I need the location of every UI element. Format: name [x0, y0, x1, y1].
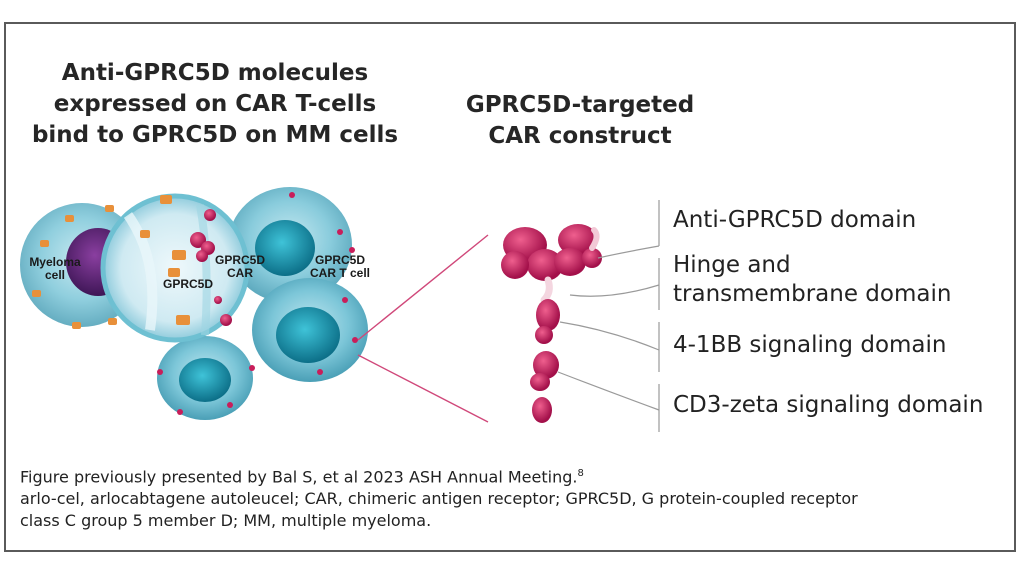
gprc5d-label: GPRC5D — [163, 277, 213, 291]
car-t-cell-right — [252, 278, 368, 382]
domain-label-hinge: Hinge and transmembrane domain — [673, 251, 951, 309]
right-title: GPRC5D-targeted CAR construct — [440, 90, 720, 152]
car-t-label-2: CAR T cell — [310, 266, 370, 280]
caption-line-3: class C group 5 member D; MM, multiple m… — [20, 511, 432, 531]
domain-leader-lines — [557, 200, 660, 432]
zoom-connector-lines — [357, 234, 489, 423]
left-title-line-2: expressed on CAR T-cells — [53, 91, 377, 117]
gprc5d-receptors — [32, 205, 117, 329]
magnifier-lens — [100, 193, 250, 343]
figure-caption: Figure previously presented by Bal S, et… — [20, 463, 1010, 532]
car-t-label-1: GPRC5D — [315, 253, 365, 267]
gprc5d-car-label-1: GPRC5D — [215, 253, 265, 267]
left-title: Anti-GPRC5D molecules expressed on CAR T… — [20, 58, 410, 151]
myeloma-label-2: cell — [45, 268, 65, 282]
left-title-line-1: Anti-GPRC5D molecules — [61, 60, 369, 86]
domain-label-4-1bb: 4-1BB signaling domain — [673, 332, 947, 358]
caption-line-1: Figure previously presented by Bal S, et… — [20, 463, 1010, 488]
right-title-line-2: CAR construct — [488, 123, 672, 149]
domain-label-anti-gprc5d: Anti-GPRC5D domain — [673, 207, 917, 233]
caption-reference: 8 — [577, 468, 584, 479]
right-title-line-1: GPRC5D-targeted — [465, 92, 695, 118]
domain-label-cd3-zeta: CD3-zeta signaling domain — [673, 392, 984, 418]
domain-label-hinge-line-1: Hinge and — [673, 252, 791, 278]
left-title-line-3: bind to GPRC5D on MM cells — [31, 122, 399, 148]
car-t-cell-back — [228, 187, 352, 303]
myeloma-label-1: Myeloma — [29, 255, 81, 269]
gprc5d-car-label-2: CAR — [227, 266, 253, 280]
car-t-cell-bottom — [157, 336, 253, 420]
car-dots — [157, 192, 358, 415]
car-construct — [501, 224, 602, 423]
domain-label-hinge-line-2: transmembrane domain — [673, 281, 952, 307]
caption-line-2: arlo-cel, arlocabtagene autoleucel; CAR,… — [20, 489, 858, 509]
caption-line-1-text: Figure previously presented by Bal S, et… — [20, 467, 578, 487]
